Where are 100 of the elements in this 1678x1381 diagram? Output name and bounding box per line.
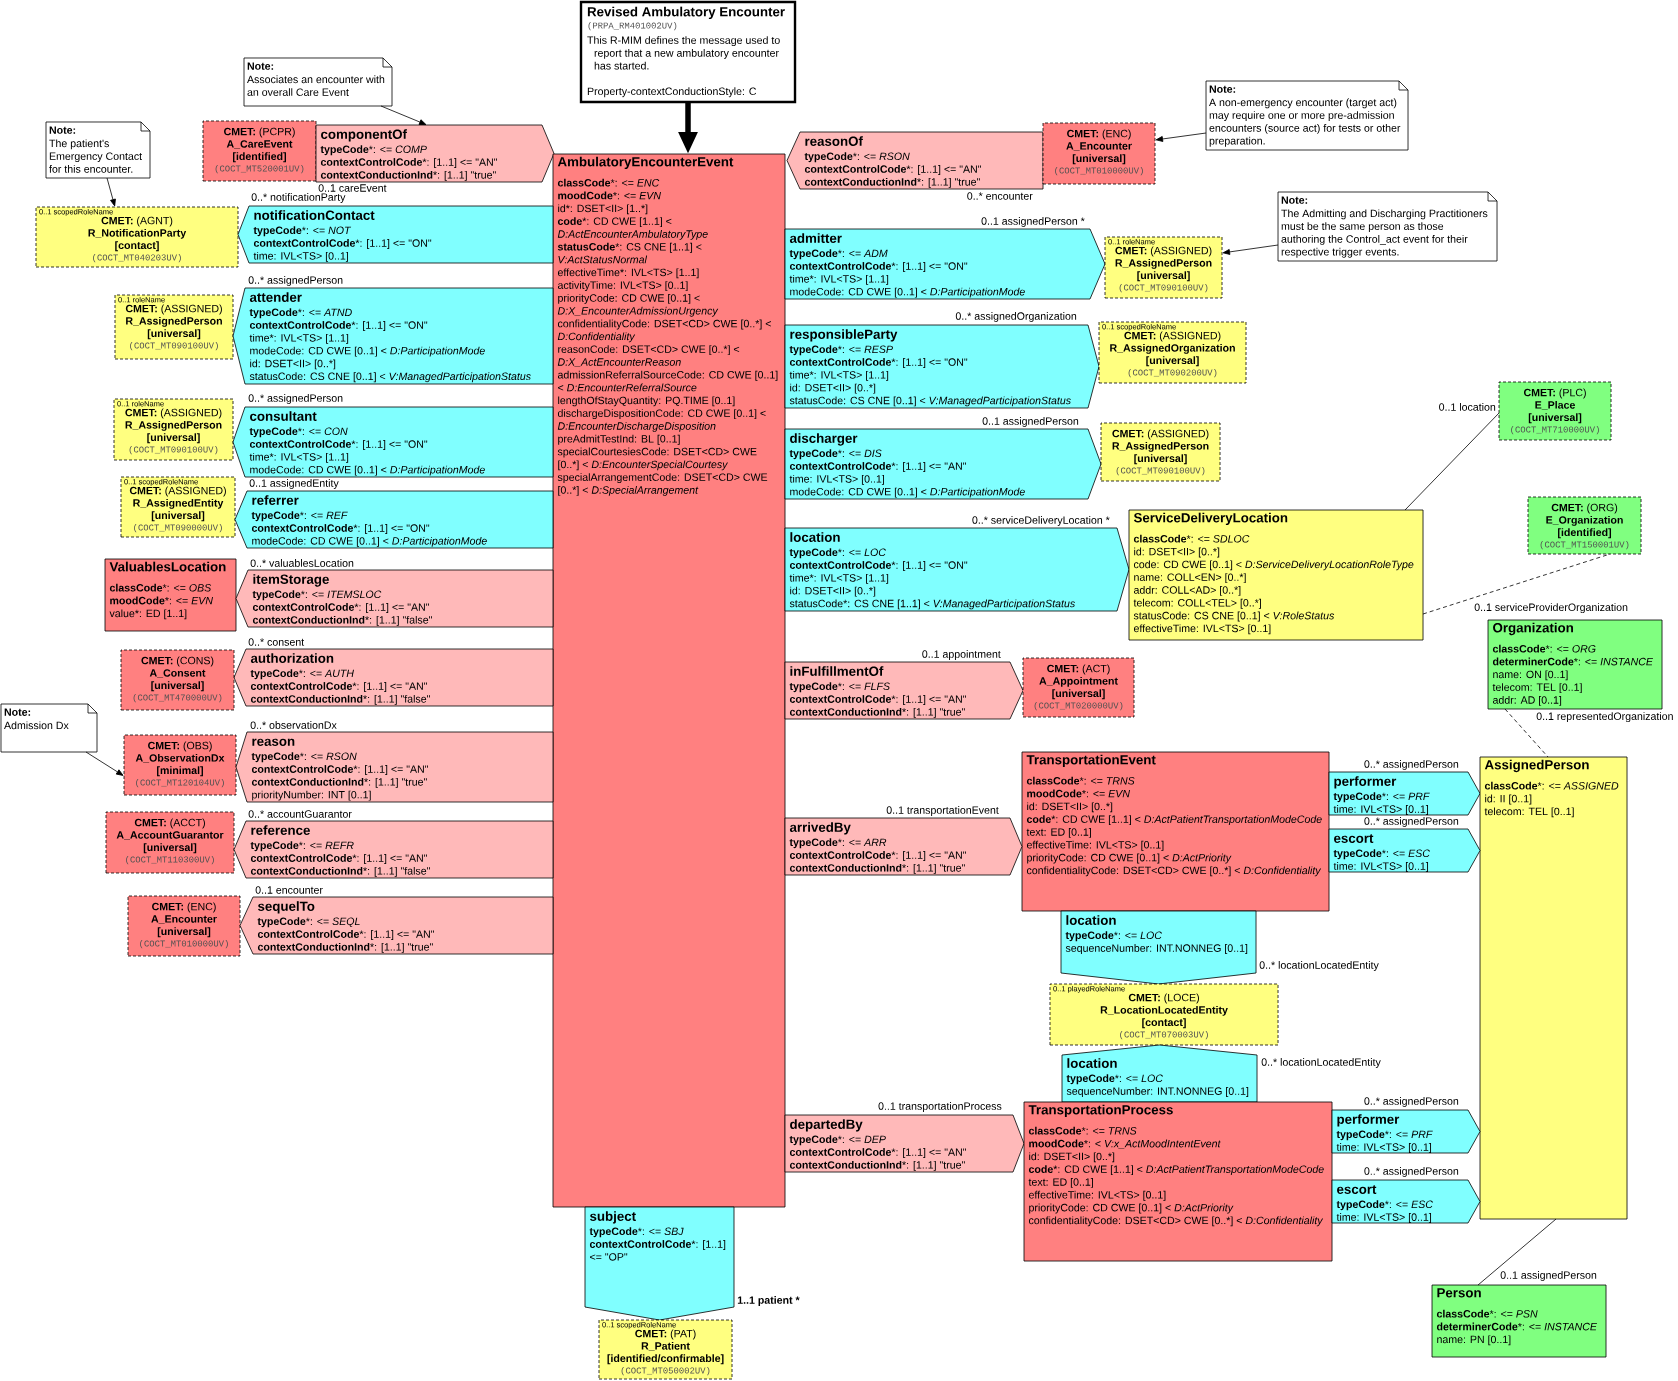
cmet-type-text: CMET: (PCPR) [224,127,295,138]
model-code: (COCT_MT710000UV) [1511,425,1599,435]
class-box [104,558,237,632]
attribute-text: statusCode: CS CNE [0..1] < V:ManagedParticipationStatus [789,396,1071,407]
attribute-text: value*: ED [1..1] [109,609,187,620]
attribute-text: sequenceNumber: INT.NONNEG [0..1] [1065,944,1248,954]
attribute-text: statusCode*: CS CNE [1..1] < V:ManagedParticipationStatus [789,599,1075,610]
cmet-type-text: CMET: (ENC) [152,902,216,913]
note-box [0,703,98,753]
attribute-text: telecom: TEL [0..1] [1484,807,1574,818]
attribute-text: moodCode*: < V:x_ActMoodIntentEvent [1029,1139,1221,1149]
class-box [1479,756,1628,1220]
attribute-text: classCode*: <= PSN [1436,1309,1538,1318]
relationship-name: admitter [789,233,842,243]
multiplicity-label: 0..* assignedPerson [1364,1167,1459,1177]
cmet-box [1498,381,1612,441]
cmet-box [1042,122,1156,185]
attribute-text: confidentialityCode: DSET<CD> CWE [0..*] < D:Confidentiality [1028,1216,1324,1227]
multiplicity-label: 0..* assignedPerson [1364,1097,1459,1107]
cmet-name: A_AccountGuarantor [116,831,224,840]
cmet-box [1100,422,1221,482]
model-code: (COCT_MT010000UV) [1055,166,1143,176]
model-code: (COCT_MT020000UV) [1034,701,1123,711]
cmet-type-text: CMET: (ACCT) [134,818,205,829]
attribute-text: contextConductionInd*: [1..1] "true" [320,170,496,181]
cmet-type-text: CMET: (OBS) [148,741,212,752]
relationship-name: reference [251,825,310,835]
attribute-text: statusCode: CS CNE [0..1] < V:ManagedParticipationStatus [249,372,531,383]
attribute-text: contextConductionInd*: [1..1] "true" [257,942,433,953]
attribute-text: contextConductionInd*: [1..1] "true" [804,177,980,188]
relationship-name: arrivedBy [789,822,851,835]
note-box [1205,80,1409,151]
attribute-text: typeCode*: <= REFR [250,841,354,852]
attribute-text: time*: IVL<TS> [1..1] [789,573,889,584]
attribute-text: classCode*: <= OBS [109,583,212,592]
description-text: This R-MIM defines the message used to report that a new ambulatory encounter has started. [587,36,780,70]
attribute-text: telecom: COLL<TEL> [0..*] [1133,598,1261,609]
relationship-name: reasonOf [805,136,863,146]
relationship-name: location [1067,1058,1117,1068]
attribute-text: modeCode: CD CWE [0..1] < D:ParticipationMode [250,465,485,476]
cmet-box [1022,657,1135,718]
attribute-text: time*: IVL<TS> [1..1] [789,274,889,285]
cmet-scope-text: [contact] [115,241,159,252]
attribute-text: typeCode*: <= SEQL [257,917,360,928]
model-code: (COCT_MT090100UV) [1119,283,1208,293]
cmet-box [1527,496,1642,555]
class-name: TransportationProcess [1028,1104,1173,1118]
attribute-text: code*: CD CWE [1..1] < D:ActPatientTransportationModeCode [1028,1165,1324,1176]
attribute-text: preAdmitTestInd: BL [0..1] [558,434,680,445]
attribute-text: typeCode*: <= ITEMSLOC [252,590,382,601]
cmet-name: A_ObservationDx [135,753,225,763]
attribute-text: contextControlCode*: [1..1] <= "ON" [249,321,428,331]
relationship-name: itemStorage [253,574,329,587]
leader-line [1155,132,1207,142]
multiplicity-label: 0..1 assignedPerson * [981,217,1085,227]
multiplicity-label: 0..* consent [248,638,305,646]
cmet-box [105,811,235,874]
attribute-text: priorityNumber: INT [0..1] [252,790,371,801]
model-code: (COCT_MT470000UV) [133,693,222,703]
relationship-name: reason [252,738,295,746]
attribute-text: contextControlCode*: [1..1] <= "AN" [320,158,497,168]
note-heading: Note: [4,708,31,716]
cmet-name: R_AssignedPerson [126,316,222,327]
model-code: (COCT_MT010000UV) [140,939,228,949]
association-line [1504,708,1549,758]
model-code: (COCT_MT520001UV) [215,164,304,174]
edge-label: 0..1 serviceProviderOrganization [1474,603,1628,614]
relationship-name: performer [1334,776,1397,789]
relationship-name: referrer [252,495,299,505]
multiplicity-label: 0..1 assignedEntity [249,479,339,489]
attribute-text: contextConductionInd*: [1..1] "true" [251,777,427,788]
relationship-name: notificationContact [254,210,375,220]
note-heading: Note: [1209,85,1236,93]
model-code: (COCT_MT090100UV) [129,445,218,455]
model-code: (COCT_MT120104UV) [136,778,224,788]
cmet-name: R_AssignedPerson [125,420,222,431]
model-code: (COCT_MT090100UV) [130,341,218,351]
cmet-scope-text: [universal] [147,329,201,340]
model-code: (COCT_MT040203UV) [93,253,181,263]
relationship-name: location [1066,915,1116,925]
attribute-text: moodCode*: <= EVN [1027,789,1130,798]
attribute-text: contextControlCode*: [1..1] <= "ON" [789,262,968,272]
attribute-text: id: DSET<II> [0..*] [1029,1152,1115,1163]
attribute-text: typeCode*: <= RSON [251,752,357,763]
attribute-text: modeCode: CD CWE [0..1] < D:ParticipationMode [252,536,487,547]
attribute-text: contextConductionInd*: [1..1] "true" [789,863,965,874]
attribute-text: time*: IVL<TS> [1..1] [789,370,889,381]
attribute-text: typeCode*: <= COMP [320,145,427,156]
cmet-type-text: CMET: (PLC) [1523,388,1586,399]
attribute-text: typeCode*: <= FLFS [789,682,890,693]
relationship-name: escort [1334,834,1374,843]
attribute-text: contextConductionInd*: [1..1] "true" [789,1160,965,1171]
note-box [1277,191,1498,262]
attribute-text: classCode*: <= ORG [1492,644,1596,653]
cmet-scope-text: [universal] [157,927,211,938]
relationship-name: location [790,532,840,542]
attribute-text: specialArrangementCode: DSET<CD> CWE [0..*] < D:SpecialArrangement [557,473,768,496]
attribute-text: typeCode*: <= ATND [249,308,352,319]
attribute-text: id: DSET<II> [0..*] [790,586,876,597]
multiplicity-label: 0..* assignedPerson [1364,817,1459,827]
